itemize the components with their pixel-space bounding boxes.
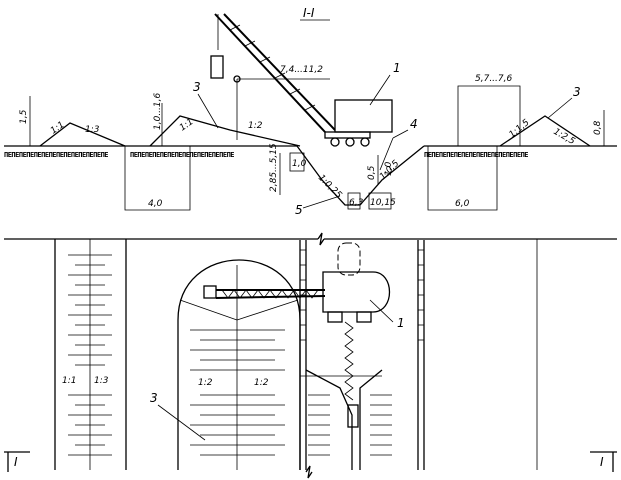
plan-mid-heap: 1:2 1:2 3 [150, 259, 301, 470]
plan-slope-mid-a: 1:2 [198, 378, 213, 388]
plan-trench-end [347, 404, 359, 428]
pit-bottom-box-2 [368, 192, 392, 210]
bench-dim: 1,0 [292, 159, 307, 169]
crane-boom-upper [223, 13, 336, 131]
plan-hook-block [203, 285, 217, 299]
dimension-frame-left: 4,0 [124, 146, 191, 211]
leader-3-right [547, 97, 573, 119]
pit-step-dim: 1,0 [384, 161, 394, 176]
crane-hook-load [210, 55, 224, 79]
leader-4 [379, 137, 394, 171]
slope-left-b: 1:3 [85, 125, 100, 135]
leader-1-section [369, 74, 391, 106]
callout-5: 5 [295, 203, 303, 217]
pit-depth-dim: 2,85...5,15 [269, 143, 279, 192]
plan-mid-hatch [190, 329, 285, 456]
slope-mid-b: 1:2 [248, 121, 263, 131]
section-mark-left: I [4, 451, 30, 472]
pit-bottom-box [347, 192, 361, 210]
left-spoil-height: 1,5 [19, 109, 29, 124]
plan-trench-side-hatch [308, 394, 392, 456]
plan-track-right [356, 311, 372, 323]
right-base-dim: 6,0 [455, 199, 470, 209]
dimension-frame-right: 6,0 [427, 146, 498, 211]
dimension-span-top-right: 5,7...7,6 [457, 74, 521, 146]
plan-crane-ghost [337, 242, 361, 276]
spoil-heap-left: 1,5 1:1 1:3 [19, 96, 126, 147]
plan-crane: 1 [203, 242, 405, 330]
mid-spoil-height: 1,0...1,6 [153, 93, 163, 130]
slope-left-a: 1:1 [49, 120, 67, 136]
soil-hatch-left: ΠΕΠΕΠΕΠΕΠΕΠΕΠΕΠΕΠΕΠΕΠΕΠΕΠΕΠΕ [4, 151, 108, 159]
plan-crane-body [322, 271, 391, 313]
callout-3-left: 3 [193, 80, 201, 94]
bench-box [289, 152, 305, 172]
pit-inner-dim: 0,5 [367, 165, 377, 180]
crane-boom-lower [214, 13, 326, 133]
right-span-dim: 5,7...7,6 [475, 74, 512, 84]
plan-left-hatch [68, 254, 112, 456]
callout-1-plan: 1 [397, 316, 405, 330]
leader-3-plan [157, 404, 206, 441]
crane-track-2 [345, 137, 355, 147]
plan-trench-hatch [300, 249, 424, 341]
plan-left-strip: 1:1 1:3 [54, 239, 127, 470]
callout-3-right: 3 [573, 85, 581, 99]
ground-surface: ΠΕΠΕΠΕΠΕΠΕΠΕΠΕΠΕΠΕΠΕΠΕΠΕΠΕΠΕ ΠΕΠΕΠΕΠΕΠΕΠ… [4, 145, 617, 159]
callout-4: 4 [410, 117, 418, 131]
callout-1-section: 1 [393, 61, 401, 75]
spoil-heap-right: 0,8 1:1,5 1:2,5 3 [499, 85, 605, 147]
plan-slope-left-a: 1:1 [62, 376, 76, 386]
soil-hatch-right: ΠΕΠΕΠΕΠΕΠΕΠΕΠΕΠΕΠΕΠΕΠΕΠΕΠΕΠΕ [424, 151, 528, 159]
slope-pit-b: 1:0,5 [378, 159, 402, 183]
plan-slope-mid-b: 1:2 [254, 378, 269, 388]
crane-section: 7,4...11,2 1 [210, 13, 401, 147]
crane-track-3 [360, 137, 370, 147]
section-title: I-I [303, 6, 315, 20]
section-mark-right-label: I [600, 455, 604, 469]
pit-bottom-a: 6,3 [349, 198, 364, 208]
boom-reach-dim: 7,4...11,2 [280, 65, 323, 75]
slope-right-b: 1:2,5 [552, 127, 577, 147]
leader-5 [302, 195, 341, 209]
break-line [4, 232, 617, 246]
bottom-break-mark [305, 465, 313, 479]
spoil-heap-mid: 1,0...1,6 1:1 1:2 3 [149, 80, 301, 147]
plan-slope-left-b: 1:3 [94, 376, 109, 386]
section-mark-left-label: I [14, 455, 18, 469]
plan-trench-zigzag [344, 321, 354, 401]
callout-3-plan: 3 [150, 391, 158, 405]
right-spoil-height: 0,8 [593, 120, 603, 135]
pit-bottom-b: 10,15 [370, 198, 396, 208]
crane-track-1 [330, 137, 340, 147]
leader-1-plan [369, 299, 394, 323]
plan-boom-lower [215, 295, 326, 299]
leader-3-left [197, 93, 219, 129]
left-base-dim: 4,0 [148, 199, 163, 209]
section-mark-right: I [590, 451, 617, 472]
crane-cab [334, 99, 393, 133]
soil-hatch-mid: ΠΕΠΕΠΕΠΕΠΕΠΕΠΕΠΕΠΕΠΕΠΕΠΕΠΕΠΕ [130, 151, 234, 159]
crane-base [324, 131, 371, 139]
plan-trench [299, 240, 425, 470]
plan-track-left [327, 311, 343, 323]
